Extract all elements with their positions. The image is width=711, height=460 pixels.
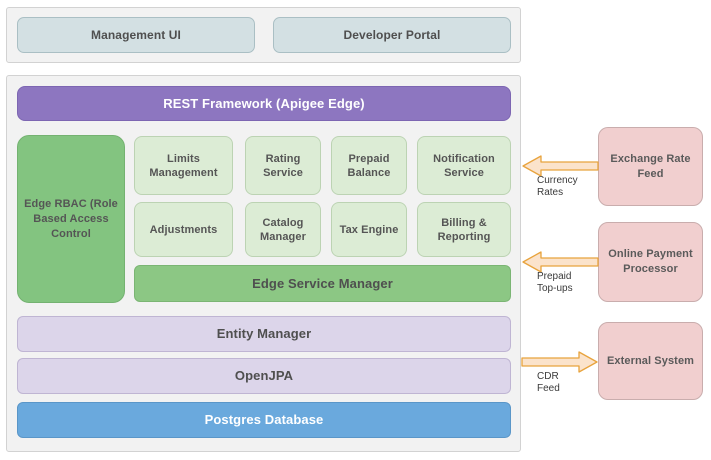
node-entity-manager-label: Entity Manager xyxy=(216,326,312,341)
arrow-label-cdr-feed: CDR Feed xyxy=(537,371,560,394)
node-entity-manager[interactable]: Entity Manager xyxy=(17,316,511,352)
arrow-head-right xyxy=(521,351,598,373)
node-tax-engine[interactable]: Tax Engine xyxy=(331,202,407,257)
node-management-ui[interactable]: Management UI xyxy=(17,17,255,53)
node-rest-framework-label: REST Framework (Apigee Edge) xyxy=(163,95,365,111)
node-adjustments-label: Adjustments xyxy=(149,223,218,236)
node-management-ui-label: Management UI xyxy=(91,28,181,42)
node-exchange-rate-feed-label: Exchange Rate Feed xyxy=(610,152,691,180)
node-rest-framework[interactable]: REST Framework (Apigee Edge) xyxy=(17,86,511,121)
node-limits-management[interactable]: Limits Management xyxy=(134,136,233,195)
arrow-label-prepaid-topups: Prepaid Top-ups xyxy=(537,271,573,294)
node-openjpa-label: OpenJPA xyxy=(234,368,294,383)
node-postgres-database[interactable]: Postgres Database xyxy=(17,402,511,438)
node-external-system[interactable]: External System xyxy=(598,322,703,400)
node-online-payment-processor[interactable]: Online Payment Processor xyxy=(598,222,703,302)
node-edge-rbac-label: Edge RBAC (Role Based Access Control xyxy=(24,197,118,240)
node-edge-service-manager-label: Edge Service Manager xyxy=(252,275,393,291)
node-billing-reporting-label: Billing & Reporting xyxy=(437,216,491,243)
node-prepaid-balance-label: Prepaid Balance xyxy=(347,152,391,179)
arrow-label-currency-rates: Currency Rates xyxy=(537,175,578,198)
node-openjpa[interactable]: OpenJPA xyxy=(17,358,511,394)
node-developer-portal-label: Developer Portal xyxy=(343,28,441,42)
node-catalog-manager[interactable]: Catalog Manager xyxy=(245,202,321,257)
arrow-head-left xyxy=(522,155,599,177)
node-developer-portal[interactable]: Developer Portal xyxy=(273,17,511,53)
node-online-payment-processor-label: Online Payment Processor xyxy=(608,248,693,275)
node-notification-service[interactable]: Notification Service xyxy=(417,136,511,195)
node-edge-service-manager[interactable]: Edge Service Manager xyxy=(134,265,511,302)
node-rating-service-label: Rating Service xyxy=(263,152,303,179)
node-prepaid-balance[interactable]: Prepaid Balance xyxy=(331,136,407,195)
node-limits-management-label: Limits Management xyxy=(149,152,218,179)
node-postgres-database-label: Postgres Database xyxy=(204,412,324,427)
node-catalog-manager-label: Catalog Manager xyxy=(260,216,306,243)
node-rating-service[interactable]: Rating Service xyxy=(245,136,321,195)
node-edge-rbac[interactable]: Edge RBAC (Role Based Access Control xyxy=(17,135,125,303)
node-billing-reporting[interactable]: Billing & Reporting xyxy=(417,202,511,257)
node-tax-engine-label: Tax Engine xyxy=(339,223,399,236)
node-exchange-rate-feed[interactable]: Exchange Rate Feed xyxy=(598,127,703,206)
arrow-head-left xyxy=(522,251,599,273)
node-adjustments[interactable]: Adjustments xyxy=(134,202,233,257)
node-external-system-label: External System xyxy=(606,354,695,367)
node-notification-service-label: Notification Service xyxy=(433,152,495,179)
